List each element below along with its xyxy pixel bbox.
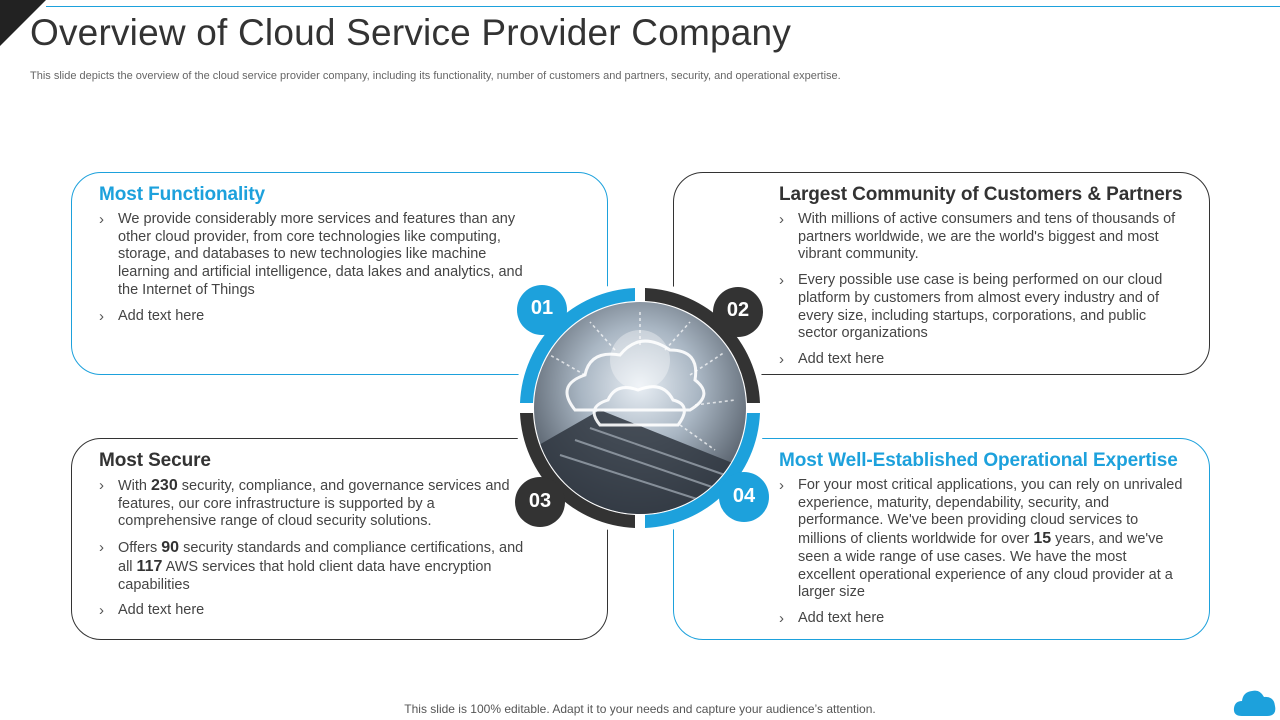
card-operational-expertise: Most Well-Established Operational Expert… [673,438,1210,640]
bullet-list: For your most critical applications, you… [779,477,1187,628]
bullet-list: We provide considerably more services an… [99,211,527,325]
footer-note: This slide is 100% editable. Adapt it to… [404,702,876,716]
bullet-item: Offers 90 security standards and complia… [99,539,527,594]
bullet-item: With millions of active consumers and te… [779,211,1187,264]
card-most-functionality: Most Functionality We provide considerab… [71,172,608,375]
bullet-item: Add text here [779,351,1187,369]
card-title: Largest Community of Customers & Partner… [779,184,1183,205]
bullet-item: Add text here [99,308,527,326]
highlight-number: 117 [136,557,163,575]
bullet-item: With 230 security, compliance, and gover… [99,477,527,531]
card-most-secure: Most Secure With 230 security, complianc… [71,438,608,640]
bullet-list: With 230 security, compliance, and gover… [99,477,527,620]
card-title: Most Secure [99,450,211,471]
card-title: Most Well-Established Operational Expert… [779,450,1178,471]
bullet-item: Every possible use case is being perform… [779,272,1187,343]
card-title: Most Functionality [99,184,266,205]
bullet-item: Add text here [779,610,1187,628]
bullet-list: With millions of active consumers and te… [779,211,1187,369]
bullet-item: Add text here [99,602,527,620]
top-rule [46,6,1280,7]
highlight-number: 230 [151,477,178,494]
bullet-item: For your most critical applications, you… [779,477,1187,602]
corner-decoration [0,0,46,46]
page-title: Overview of Cloud Service Provider Compa… [30,12,792,53]
highlight-number: 90 [161,539,180,557]
highlight-number: 15 [1033,530,1052,548]
cloud-icon [1233,690,1276,716]
page-subtitle: This slide depicts the overview of the c… [30,70,841,82]
card-largest-community: Largest Community of Customers & Partner… [673,172,1210,375]
bullet-item: We provide considerably more services an… [99,211,527,300]
